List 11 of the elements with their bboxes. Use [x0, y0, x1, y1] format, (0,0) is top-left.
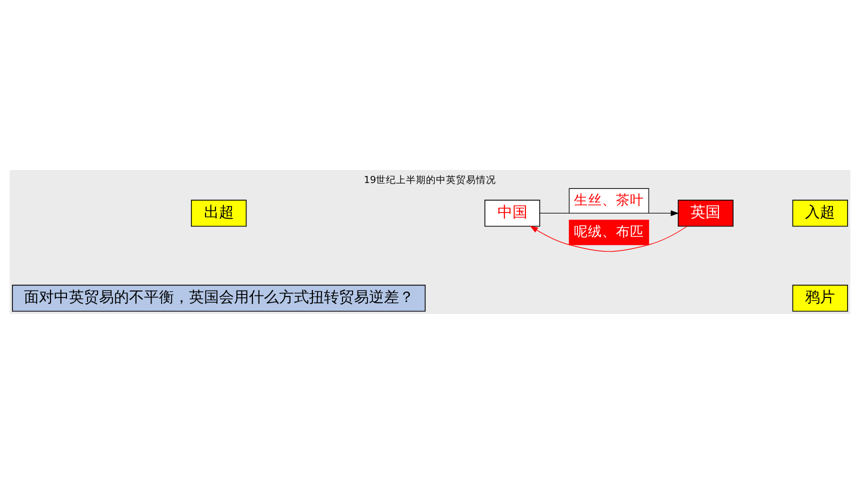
- node-box: 出超: [190, 200, 247, 227]
- node-box: 英国: [678, 200, 734, 227]
- node-box: 鸦片: [792, 284, 848, 312]
- arrow: [530, 226, 688, 252]
- edge-label: 生丝、茶叶: [574, 192, 644, 208]
- edge-label: 呢绒、布匹: [574, 224, 644, 240]
- node-box: 入超: [792, 200, 848, 227]
- node-box: 面对中英贸易的不平衡，英国会用什么方式扭转贸易逆差？: [12, 284, 426, 312]
- diagram-title: 19世纪上半期的中英贸易情况: [364, 175, 496, 186]
- node-box: 中国: [484, 200, 540, 227]
- arrow: [540, 210, 679, 216]
